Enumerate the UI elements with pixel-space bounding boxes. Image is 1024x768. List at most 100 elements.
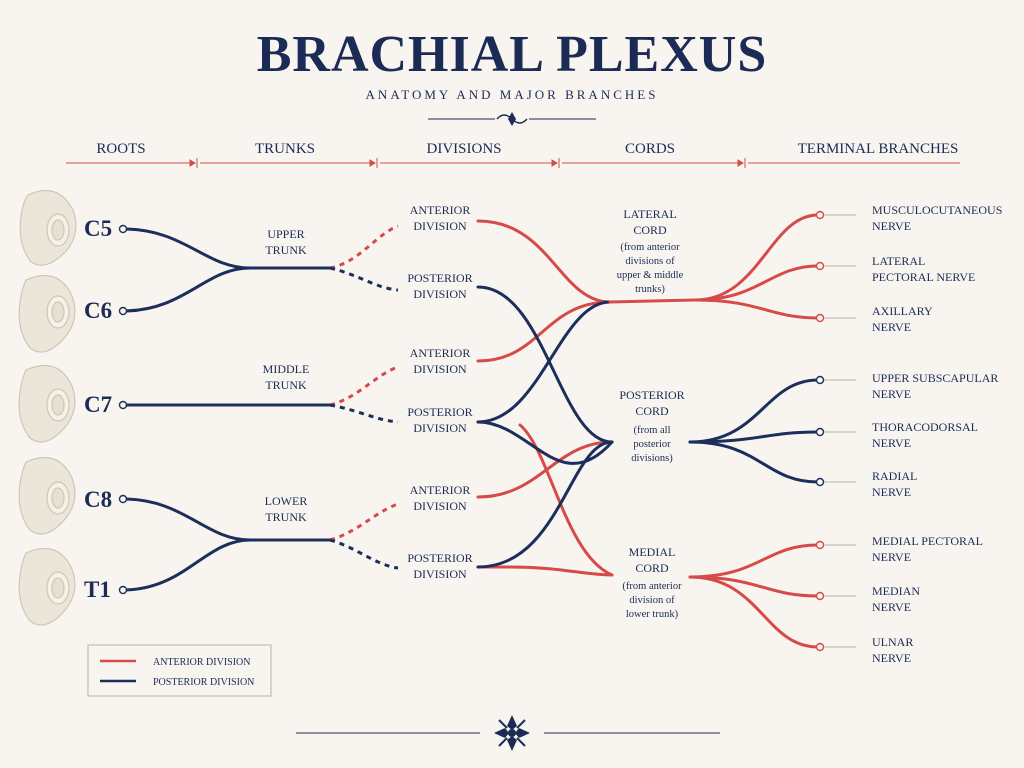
cord-medial-name-1: MEDIAL <box>629 545 676 559</box>
branch-lateral-pectoral-2: PECTORAL NERVE <box>872 270 975 284</box>
lower-trunk-anterior-split <box>329 502 399 542</box>
division-label-line1: ANTERIOR <box>410 346 471 360</box>
trunk-lower-line1: LOWER <box>265 494 308 508</box>
legend: ANTERIOR DIVISION POSTERIOR DIVISION <box>87 644 272 697</box>
root-label-t1: T1 <box>84 577 111 602</box>
column-headers: ROOTS TRUNKS DIVISIONS CORDS TERMINAL BR… <box>66 141 960 168</box>
terminal-endpoints <box>815 210 856 652</box>
header-rule <box>66 158 960 168</box>
root-label-c7: C7 <box>84 392 112 417</box>
cord-posterior: POSTERIOR CORD (from all posterior divis… <box>619 388 684 464</box>
division-label-line1: ANTERIOR <box>410 203 471 217</box>
division-label-line2: DIVISION <box>413 219 467 233</box>
header-terminal-branches: TERMINAL BRANCHES <box>798 141 959 157</box>
cord-lateral-note-4: trunks) <box>635 284 665 295</box>
legend-posterior-label: POSTERIOR DIVISION <box>153 677 254 688</box>
ornament-divider-top <box>428 112 596 126</box>
cord-posterior-name-1: POSTERIOR <box>619 388 684 402</box>
division-label-line2: DIVISION <box>413 499 467 513</box>
middle-trunk-posterior-split <box>329 403 399 424</box>
trunk-upper-line1: UPPER <box>267 227 304 241</box>
trunk-middle: MIDDLE TRUNK <box>263 362 310 392</box>
division-label-line2: DIVISION <box>413 287 467 301</box>
root-nerves <box>121 227 332 592</box>
root-endpoints <box>118 224 128 595</box>
division-label-line1: POSTERIOR <box>407 551 472 565</box>
division-label-line1: POSTERIOR <box>407 271 472 285</box>
cord-lateral: LATERAL CORD (from anterior divisions of… <box>617 207 684 295</box>
division-label-line2: DIVISION <box>413 421 467 435</box>
cord-posterior-note-3: divisions) <box>631 453 673 464</box>
upper-trunk-anterior-split <box>329 224 399 270</box>
branch-median-1: MEDIAN <box>872 584 920 598</box>
legend-anterior-label: ANTERIOR DIVISION <box>153 657 251 668</box>
page-subtitle: ANATOMY AND MAJOR BRANCHES <box>366 87 659 102</box>
division-label-line2: DIVISION <box>413 362 467 376</box>
division-label-line1: ANTERIOR <box>410 483 471 497</box>
root-label-c8: C8 <box>84 487 112 512</box>
cord-lateral-note-3: upper & middle <box>617 270 684 281</box>
root-label-c5: C5 <box>84 216 112 241</box>
middle-trunk-anterior-split <box>329 365 399 407</box>
nerve-upper-anterior-to-lateral <box>476 219 612 304</box>
header-divisions: DIVISIONS <box>427 141 502 157</box>
nerve-to-ulnar <box>688 575 820 649</box>
trunk-splits <box>329 224 399 570</box>
branch-upper-subscapular-2: NERVE <box>872 387 911 401</box>
nerve-middle-anterior-to-lateral <box>476 300 612 363</box>
branch-ulnar-1: ULNAR <box>872 635 913 649</box>
cord-lateral-note-1: (from anterior <box>620 242 680 253</box>
division-upper-anterior: ANTERIOR DIVISION <box>410 203 471 233</box>
legend-box <box>87 644 272 697</box>
cord-medial-name-2: CORD <box>635 561 669 575</box>
division-upper-posterior: POSTERIOR DIVISION <box>407 271 472 301</box>
nerve-middle-posterior-to-posterior-cord <box>476 300 612 424</box>
trunk-lower-line2: TRUNK <box>265 510 307 524</box>
nerve-to-medial-pectoral <box>688 543 820 579</box>
branch-median-2: NERVE <box>872 600 911 614</box>
division-middle-posterior: POSTERIOR DIVISION <box>407 405 472 435</box>
nerve-lower-anterior-to-medial-2 <box>476 565 614 577</box>
branch-axillary-2: NERVE <box>872 320 911 334</box>
ornament-divider-bottom <box>296 715 720 751</box>
division-middle-anterior: ANTERIOR DIVISION <box>410 346 471 376</box>
root-label-c6: C6 <box>84 298 112 323</box>
branch-radial-2: NERVE <box>872 485 911 499</box>
page-title: BRACHIAL PLEXUS <box>257 26 768 83</box>
vertebrae-illustration <box>18 189 77 626</box>
cord-medial-note-1: (from anterior <box>622 581 682 592</box>
nerve-lower-posterior-to-posterior-cord <box>476 440 614 569</box>
cord-posterior-note-1: (from all <box>633 425 670 436</box>
division-lower-anterior: ANTERIOR DIVISION <box>410 483 471 513</box>
division-lower-posterior: POSTERIOR DIVISION <box>407 551 472 581</box>
trunk-upper-line2: TRUNK <box>265 243 307 257</box>
branch-medial-pectoral-2: NERVE <box>872 550 911 564</box>
trunk-middle-line2: TRUNK <box>265 378 307 392</box>
branch-musculocutaneous-1: MUSCULOCUTANEOUS <box>872 203 1002 217</box>
cord-posterior-name-2: CORD <box>635 404 669 418</box>
nerve-to-thoracodorsal <box>688 430 820 444</box>
cord-to-branch-nerves <box>608 213 820 649</box>
nerve-to-radial <box>688 440 820 484</box>
nerve-to-lateral-pectoral <box>693 264 820 302</box>
branch-thoracodorsal-1: THORACODORSAL <box>872 420 978 434</box>
nerve-to-upper-subscapular <box>688 378 820 444</box>
nerve-middle-posterior-loop <box>476 420 614 465</box>
nerve-t1-to-lower-trunk <box>121 538 252 592</box>
header-cords: CORDS <box>625 141 675 157</box>
trunk-lower: LOWER TRUNK <box>265 494 308 524</box>
cord-lateral-name-2: CORD <box>633 223 667 237</box>
branch-upper-subscapular-1: UPPER SUBSCAPULAR <box>872 371 998 385</box>
branch-medial-pectoral-1: MEDIAL PECTORAL <box>872 534 983 548</box>
branch-axillary-1: AXILLARY <box>872 304 933 318</box>
division-label-line1: POSTERIOR <box>407 405 472 419</box>
upper-trunk-posterior-split <box>329 266 399 292</box>
terminal-branch-labels: MUSCULOCUTANEOUS NERVE LATERAL PECTORAL … <box>872 203 1002 665</box>
nerve-to-axillary <box>693 298 820 320</box>
cord-medial-note-3: lower trunk) <box>626 609 679 620</box>
cord-posterior-note-2: posterior <box>633 439 671 450</box>
branch-ulnar-2: NERVE <box>872 651 911 665</box>
lower-trunk-posterior-split <box>329 538 399 570</box>
branch-musculocutaneous-2: NERVE <box>872 219 911 233</box>
